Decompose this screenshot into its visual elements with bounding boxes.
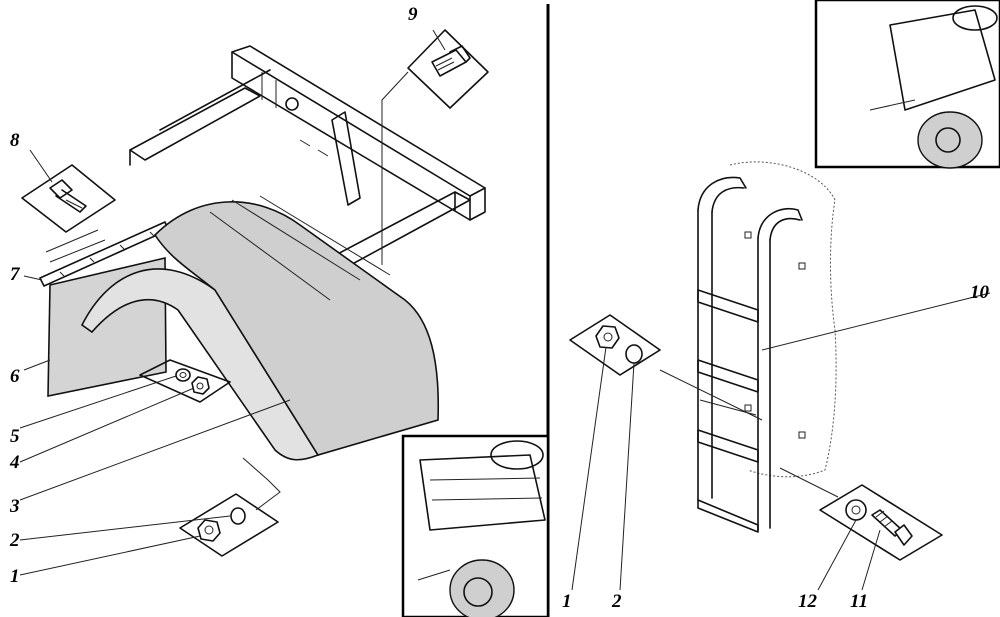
callout-left-2: 2 xyxy=(9,530,20,551)
callout-right-10: 10 xyxy=(970,282,990,303)
body-contour xyxy=(729,161,837,478)
bolt-washer-11-12-detail xyxy=(779,467,943,591)
callout-right-11: 11 xyxy=(850,591,868,612)
ladder-10 xyxy=(697,176,991,533)
callout-left-9: 9 xyxy=(408,4,418,25)
callout-right-12: 12 xyxy=(798,591,818,612)
nut-washer-1-2-detail xyxy=(19,457,281,576)
nut-washer-1-2-right-detail xyxy=(569,314,763,591)
callout-right-2: 2 xyxy=(611,591,622,612)
callout-left-6: 6 xyxy=(10,366,20,387)
washer-nut-4-5-detail xyxy=(19,359,231,463)
callout-left-4: 4 xyxy=(9,452,20,473)
bolt-9-detail xyxy=(381,29,489,265)
callout-left-1: 1 xyxy=(10,566,20,587)
mudguard-3 xyxy=(19,195,440,501)
inset-view-rear xyxy=(401,434,550,617)
callout-left-8: 8 xyxy=(10,130,20,151)
inset-view-side xyxy=(814,0,1000,169)
callout-left-5: 5 xyxy=(10,426,20,447)
callout-left-7: 7 xyxy=(10,264,21,285)
bolt-8-detail xyxy=(21,149,116,233)
callout-left-3: 3 xyxy=(9,496,20,517)
callout-right-1: 1 xyxy=(562,591,572,612)
